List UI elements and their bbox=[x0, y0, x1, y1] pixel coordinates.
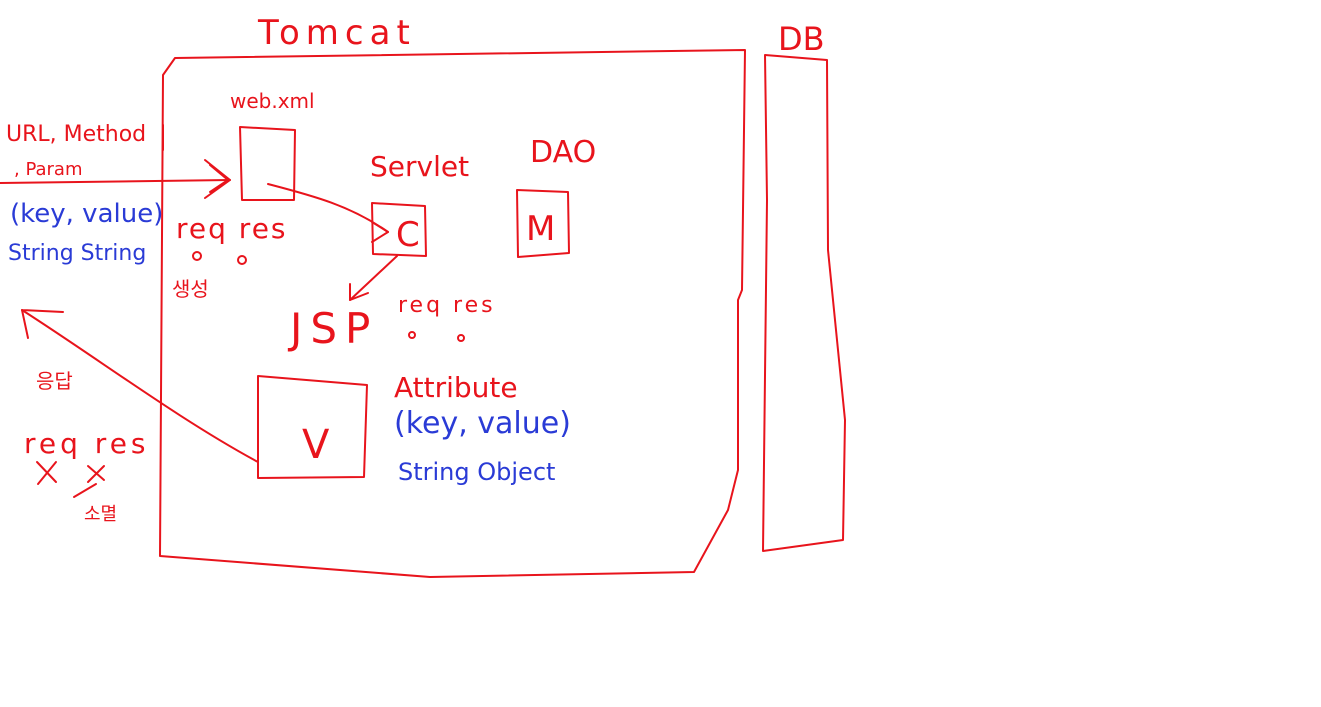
controller-box bbox=[371, 202, 427, 257]
req-created-mark bbox=[192, 251, 202, 261]
created-note: 생성 bbox=[172, 277, 209, 301]
db-label: DB bbox=[778, 20, 825, 58]
tomcat-label: Tomcat bbox=[257, 13, 416, 53]
attribute-label: Attribute bbox=[394, 371, 518, 404]
param-key-value-label: (key, value) bbox=[10, 199, 163, 229]
controller-to-jsp-arrowhead bbox=[349, 283, 369, 301]
res-created-mark bbox=[237, 255, 247, 265]
response-label: 응답 bbox=[36, 369, 73, 393]
destroy-note: 소멸 bbox=[84, 504, 117, 525]
req-res-top-label: req res bbox=[176, 212, 288, 245]
servlet-label: Servlet bbox=[370, 150, 469, 183]
db-container bbox=[762, 54, 846, 552]
request-arrow bbox=[0, 179, 231, 184]
request-param-label: , Param bbox=[14, 159, 82, 180]
res-destroy-mark bbox=[87, 465, 105, 483]
view-box bbox=[257, 375, 368, 479]
tomcat-container bbox=[159, 49, 746, 578]
jsp-label: JSP bbox=[287, 304, 378, 353]
attribute-key-value-label: (key, value) bbox=[394, 406, 571, 441]
req-res-bottom-label: req res bbox=[24, 427, 150, 460]
dao-label: DAO bbox=[530, 135, 596, 170]
web-xml-box bbox=[239, 126, 296, 201]
request-url-method-label: URL, Method bbox=[6, 122, 146, 147]
response-arrow bbox=[21, 309, 259, 463]
view-label: V bbox=[302, 422, 330, 468]
model-box bbox=[516, 189, 570, 258]
req-jsp-mark bbox=[408, 331, 416, 339]
request-arrowhead bbox=[204, 159, 231, 199]
model-label: M bbox=[526, 209, 555, 249]
response-arrowhead bbox=[21, 309, 64, 339]
req-res-jsp-label: req res bbox=[398, 293, 496, 318]
controller-to-jsp-arrow bbox=[349, 255, 398, 301]
attribute-types-label: String Object bbox=[398, 458, 555, 486]
controller-label: C bbox=[396, 215, 420, 255]
webxml-to-servlet-arrowhead bbox=[371, 221, 389, 243]
res-jsp-mark bbox=[457, 334, 465, 342]
web-xml-label: web.xml bbox=[230, 89, 315, 113]
req-destroy-mark bbox=[36, 461, 57, 485]
destroy-note-pointer bbox=[73, 483, 97, 498]
param-types-label: String String bbox=[8, 241, 146, 266]
